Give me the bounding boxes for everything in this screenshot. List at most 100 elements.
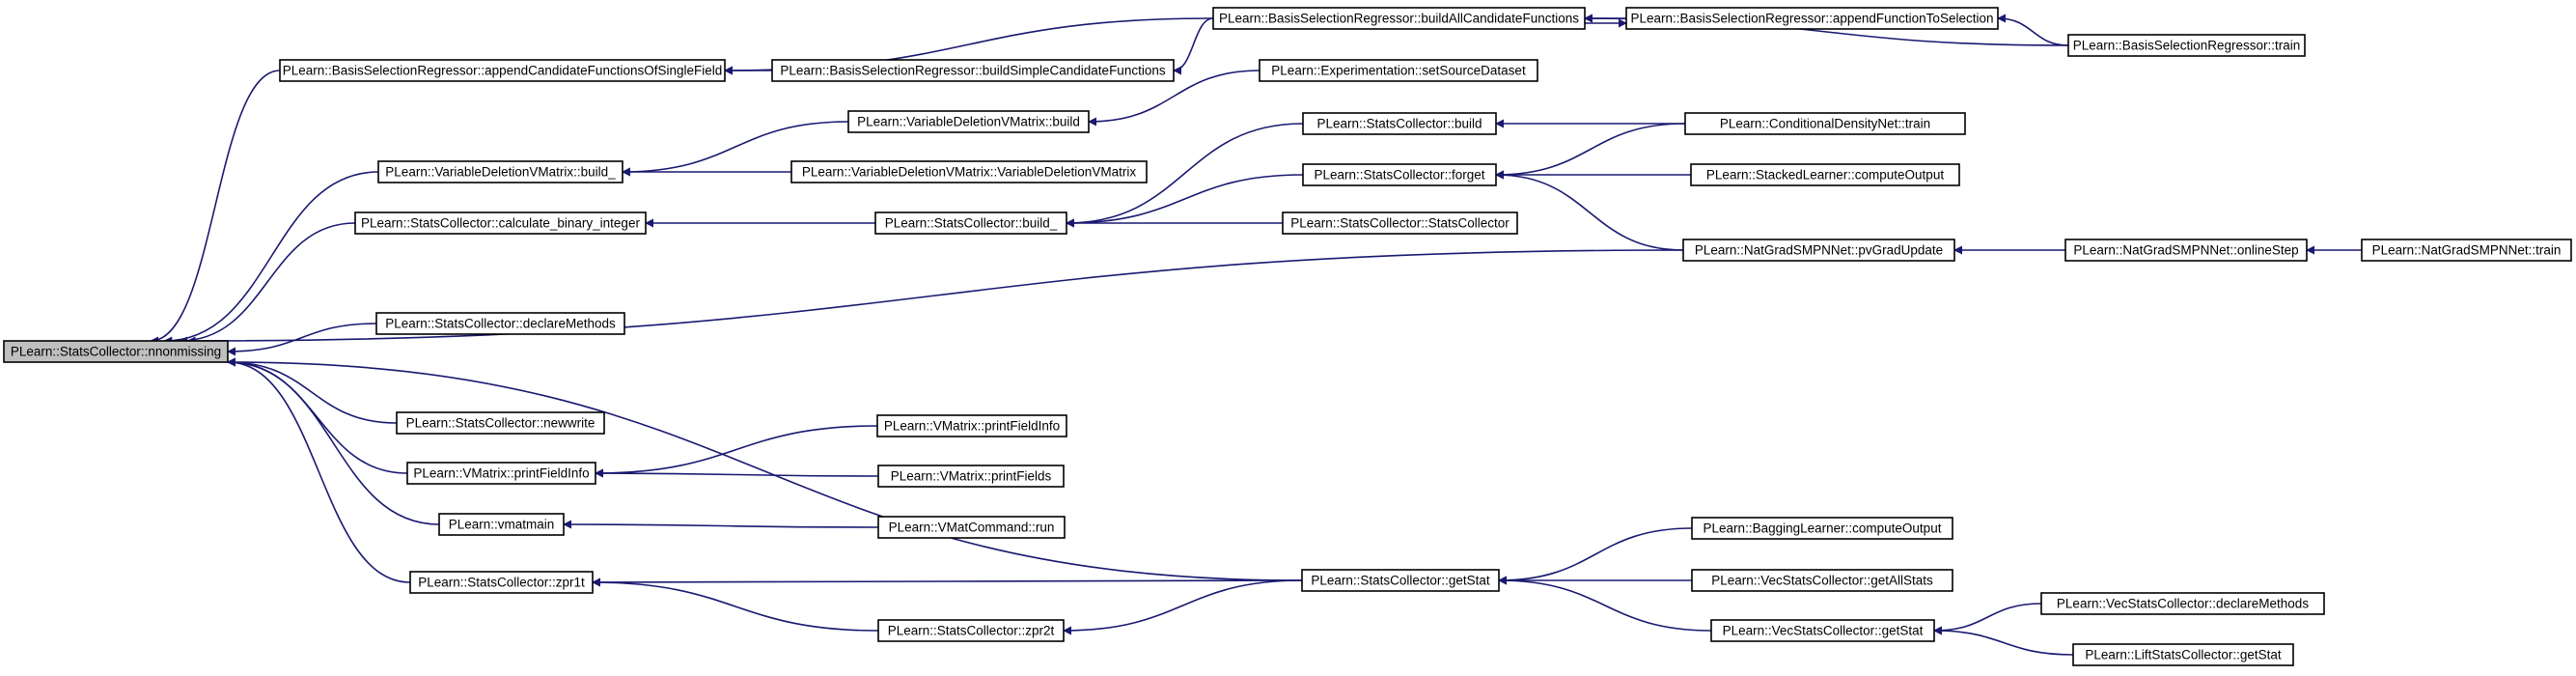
node-label: PLearn::BasisSelectionRegressor::appendC…: [283, 64, 723, 78]
node-box: [377, 160, 623, 183]
edge-newwrite-to-nonmissing: [227, 357, 398, 424]
edge-vmatmain-to-nonmissing: [227, 357, 440, 525]
edge-bsr-train-to-append-function: [1997, 14, 2069, 46]
node-box: [1259, 59, 1538, 82]
node-label: PLearn::StatsCollector::nnonmissing: [11, 345, 221, 359]
node-box: [790, 160, 1148, 183]
edge-pv-grad-to-nonmissing: [186, 249, 1684, 346]
node-label: PLearn::StatsCollector::build_: [885, 216, 1058, 231]
edge-vm-print-field-info2-to-vm-print-field-info: [595, 425, 878, 478]
node-box: [3, 340, 229, 363]
node-vm-print-field-info2[interactable]: PLearn::VMatrix::printFieldInfo: [876, 414, 1067, 437]
node-box: [1301, 569, 1500, 592]
node-vd-ctor[interactable]: PLearn::VariableDeletionVMatrix::Variabl…: [790, 160, 1148, 183]
node-append-function[interactable]: PLearn::BasisSelectionRegressor::appendF…: [1625, 7, 1999, 30]
edge-set-source-to-vd-build: [1088, 70, 1260, 127]
node-vd-build-[interactable]: PLearn::VariableDeletionVMatrix::build_: [377, 160, 623, 183]
node-online-step[interactable]: PLearn::NatGradSMPNNet::onlineStep: [2064, 239, 2308, 262]
node-label: PLearn::VMatrix::printFieldInfo: [884, 419, 1060, 434]
node-box: [1691, 517, 1953, 540]
node-label: PLearn::Experimentation::setSourceDatase…: [1271, 64, 1526, 78]
node-build-simple[interactable]: PLearn::BasisSelectionRegressor::buildSi…: [771, 59, 1175, 82]
node-set-source[interactable]: PLearn::Experimentation::setSourceDatase…: [1259, 59, 1538, 82]
node-box: [2064, 239, 2308, 262]
node-box: [1691, 569, 1953, 592]
node-label: PLearn::VMatrix::printFieldInfo: [413, 466, 589, 481]
node-vmatmain[interactable]: PLearn::vmatmain: [438, 513, 565, 536]
node-label: PLearn::BasisSelectionRegressor::train: [2073, 39, 2301, 53]
node-box: [1682, 239, 1955, 262]
node-box: [279, 59, 726, 82]
node-lift-get-stat[interactable]: PLearn::LiftStatsCollector::getStat: [2072, 643, 2294, 666]
node-ng-train[interactable]: PLearn::NatGradSMPNNet::train: [2361, 239, 2572, 262]
edge-vm-print-fields-to-vm-print-field-info: [595, 468, 879, 478]
node-newwrite[interactable]: PLearn::StatsCollector::newwrite: [396, 411, 605, 435]
node-box: [874, 211, 1067, 235]
edge-vd-build--to-nonmissing: [163, 171, 379, 346]
node-label: PLearn::VecStatsCollector::getStat: [1723, 624, 1924, 638]
node-stacked-compute[interactable]: PLearn::StackedLearner::computeOutput: [1690, 163, 1960, 186]
node-label: PLearn::VecStatsCollector::declareMethod…: [2057, 597, 2309, 611]
node-label: PLearn::StackedLearner::computeOutput: [1706, 168, 1944, 183]
edge-sc-forget-to-sc-build-: [1066, 174, 1304, 228]
edge-vd-build-to-vd-build-: [622, 121, 849, 177]
node-label: PLearn::StatsCollector::StatsCollector: [1290, 216, 1510, 231]
node-label: PLearn::StatsCollector::getStat: [1311, 574, 1490, 588]
node-cdn-train[interactable]: PLearn::ConditionalDensityNet::train: [1684, 112, 1966, 135]
node-box: [876, 414, 1067, 437]
node-box: [409, 571, 594, 594]
node-label: PLearn::StatsCollector::newwrite: [406, 416, 596, 431]
node-sc-build[interactable]: PLearn::StatsCollector::build: [1302, 112, 1497, 135]
node-zpr1t[interactable]: PLearn::StatsCollector::zpr1t: [409, 571, 594, 594]
edge-get-stat-to-nonmissing: [227, 357, 1303, 581]
node-box: [1212, 7, 1586, 30]
node-nonmissing[interactable]: PLearn::StatsCollector::nnonmissing: [3, 340, 229, 363]
node-label: PLearn::NatGradSMPNNet::train: [2372, 243, 2562, 258]
node-get-stat[interactable]: PLearn::StatsCollector::getStat: [1301, 569, 1500, 592]
node-vd-build[interactable]: PLearn::VariableDeletionVMatrix::build: [847, 110, 1090, 133]
edge-cdn-train-to-sc-forget: [1495, 123, 1686, 180]
node-bagging-compute[interactable]: PLearn::BaggingLearner::computeOutput: [1691, 517, 1953, 540]
edge-vec-declare-to-vec-get-stat: [1933, 603, 2042, 635]
node-box: [771, 59, 1175, 82]
node-box: [438, 513, 565, 536]
node-vm-print-fields[interactable]: PLearn::VMatrix::printFields: [877, 465, 1065, 488]
node-box: [877, 516, 1066, 539]
edge-vmat-run-to-vmatmain: [563, 520, 879, 529]
edge-declare-methods-to-nonmissing: [227, 323, 377, 356]
node-box: [1282, 211, 1518, 235]
node-bsr-train[interactable]: PLearn::BasisSelectionRegressor::train: [2067, 34, 2306, 57]
node-sc-build-[interactable]: PLearn::StatsCollector::build_: [874, 211, 1067, 235]
node-label: PLearn::StatsCollector::zpr1t: [418, 576, 585, 590]
edge-sc-build-to-sc-build-: [1066, 123, 1304, 228]
node-label: PLearn::StatsCollector::declareMethods: [385, 317, 616, 331]
node-sc-ctor[interactable]: PLearn::StatsCollector::StatsCollector: [1282, 211, 1518, 235]
node-zpr2t[interactable]: PLearn::StatsCollector::zpr2t: [877, 619, 1065, 642]
edge-get-stat-to-zpr2t: [1063, 579, 1303, 635]
node-sc-forget[interactable]: PLearn::StatsCollector::forget: [1302, 163, 1497, 186]
node-declare-methods[interactable]: PLearn::StatsCollector::declareMethods: [375, 312, 625, 335]
node-vm-print-field-info[interactable]: PLearn::VMatrix::printFieldInfo: [406, 462, 596, 485]
node-label: PLearn::StatsCollector::forget: [1314, 168, 1484, 183]
node-label: PLearn::NatGradSMPNNet::onlineStep: [2073, 243, 2298, 258]
node-label: PLearn::StatsCollector::build: [1316, 117, 1482, 131]
edge-pv-grad-to-sc-forget: [1495, 170, 1684, 251]
node-box: [375, 312, 625, 335]
node-label: PLearn::BasisSelectionRegressor::buildAl…: [1219, 12, 1579, 26]
node-label: PLearn::StatsCollector::zpr2t: [888, 624, 1055, 638]
node-build-all[interactable]: PLearn::BasisSelectionRegressor::buildAl…: [1212, 7, 1586, 30]
node-append-candidate[interactable]: PLearn::BasisSelectionRegressor::appendC…: [279, 59, 726, 82]
node-label: PLearn::StatsCollector::calculate_binary…: [361, 216, 640, 231]
node-vec-declare[interactable]: PLearn::VecStatsCollector::declareMethod…: [2040, 592, 2325, 615]
node-vec-get-all[interactable]: PLearn::VecStatsCollector::getAllStats: [1691, 569, 1953, 592]
node-box: [1690, 163, 1960, 186]
edge-zpr2t-to-zpr1t: [592, 577, 879, 632]
node-label: PLearn::vmatmain: [449, 518, 555, 532]
node-vec-get-stat[interactable]: PLearn::VecStatsCollector::getStat: [1710, 619, 1935, 642]
node-pv-grad[interactable]: PLearn::NatGradSMPNNet::pvGradUpdate: [1682, 239, 1955, 262]
node-box: [1302, 163, 1497, 186]
nodes-layer: PLearn::StatsCollector::nnonmissingPLear…: [3, 7, 2572, 666]
node-vmat-run[interactable]: PLearn::VMatCommand::run: [877, 516, 1066, 539]
node-label: PLearn::VariableDeletionVMatrix::Variabl…: [802, 165, 1136, 180]
node-calc-binary[interactable]: PLearn::StatsCollector::calculate_binary…: [354, 211, 647, 235]
